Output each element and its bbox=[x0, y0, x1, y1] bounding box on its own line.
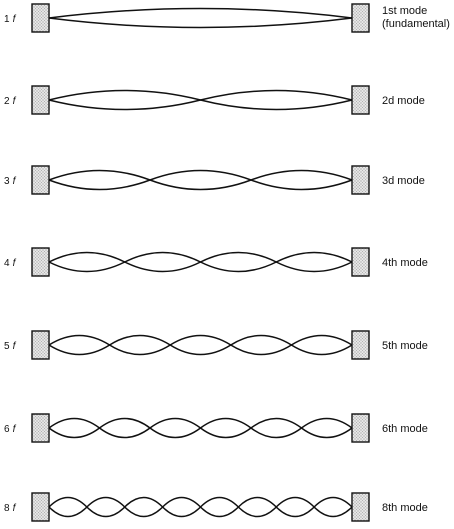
string-upper-envelope bbox=[48, 169, 353, 181]
string-upper-envelope bbox=[48, 89, 353, 101]
frequency-symbol: f bbox=[13, 96, 17, 107]
left-clamp bbox=[31, 165, 50, 195]
mode-label: 3d mode bbox=[382, 175, 425, 187]
mode-name: 2d mode bbox=[382, 95, 425, 107]
string-lower-envelope bbox=[48, 505, 353, 518]
right-clamp bbox=[351, 165, 370, 195]
string-upper-envelope bbox=[48, 417, 353, 429]
frequency-symbol: f bbox=[13, 424, 17, 435]
string-upper-envelope bbox=[48, 334, 353, 346]
string-lower-envelope bbox=[48, 99, 353, 111]
mode-name: 5th mode bbox=[382, 340, 428, 352]
string-upper-envelope bbox=[48, 7, 353, 19]
string-lower-envelope bbox=[48, 427, 353, 439]
mode-label: 2d mode bbox=[382, 95, 425, 107]
mode-label: 4th mode bbox=[382, 257, 428, 269]
mode-name: 6th mode bbox=[382, 423, 428, 435]
mode-name: 8th mode bbox=[382, 502, 428, 514]
frequency-multiplier: 4 bbox=[4, 258, 10, 269]
mode-label: 5th mode bbox=[382, 340, 428, 352]
left-clamp bbox=[31, 247, 50, 277]
frequency-symbol: f bbox=[13, 503, 17, 514]
mode-name: 3d mode bbox=[382, 175, 425, 187]
frequency-multiplier: 1 bbox=[4, 14, 10, 25]
string-lower-envelope bbox=[48, 179, 353, 191]
frequency-multiplier: 3 bbox=[4, 176, 10, 187]
right-clamp bbox=[351, 492, 370, 522]
mode-label: 6th mode bbox=[382, 423, 428, 435]
right-clamp bbox=[351, 3, 370, 33]
frequency-symbol: f bbox=[13, 258, 17, 269]
left-clamp bbox=[31, 330, 50, 360]
right-clamp bbox=[351, 85, 370, 115]
left-clamp bbox=[31, 492, 50, 522]
mode-name: 1st mode bbox=[382, 5, 427, 17]
left-clamp bbox=[31, 85, 50, 115]
frequency-multiplier: 5 bbox=[4, 341, 10, 352]
mode-note: (fundamental) bbox=[382, 18, 450, 30]
frequency-multiplier: 8 bbox=[4, 503, 10, 514]
right-clamp bbox=[351, 247, 370, 277]
frequency-symbol: f bbox=[13, 14, 17, 25]
string-upper-envelope bbox=[48, 496, 353, 509]
frequency-multiplier: 6 bbox=[4, 424, 10, 435]
mode-label: 8th mode bbox=[382, 502, 428, 514]
right-clamp bbox=[351, 413, 370, 443]
string-upper-envelope bbox=[48, 251, 353, 263]
left-clamp bbox=[31, 413, 50, 443]
string-lower-envelope bbox=[48, 261, 353, 273]
mode-label: 1st mode(fundamental) bbox=[382, 5, 450, 30]
mode-name: 4th mode bbox=[382, 257, 428, 269]
left-clamp bbox=[31, 3, 50, 33]
string-lower-envelope bbox=[48, 344, 353, 356]
right-clamp bbox=[351, 330, 370, 360]
frequency-multiplier: 2 bbox=[4, 96, 10, 107]
frequency-symbol: f bbox=[13, 341, 17, 352]
string-lower-envelope bbox=[48, 17, 353, 29]
frequency-symbol: f bbox=[13, 176, 17, 187]
